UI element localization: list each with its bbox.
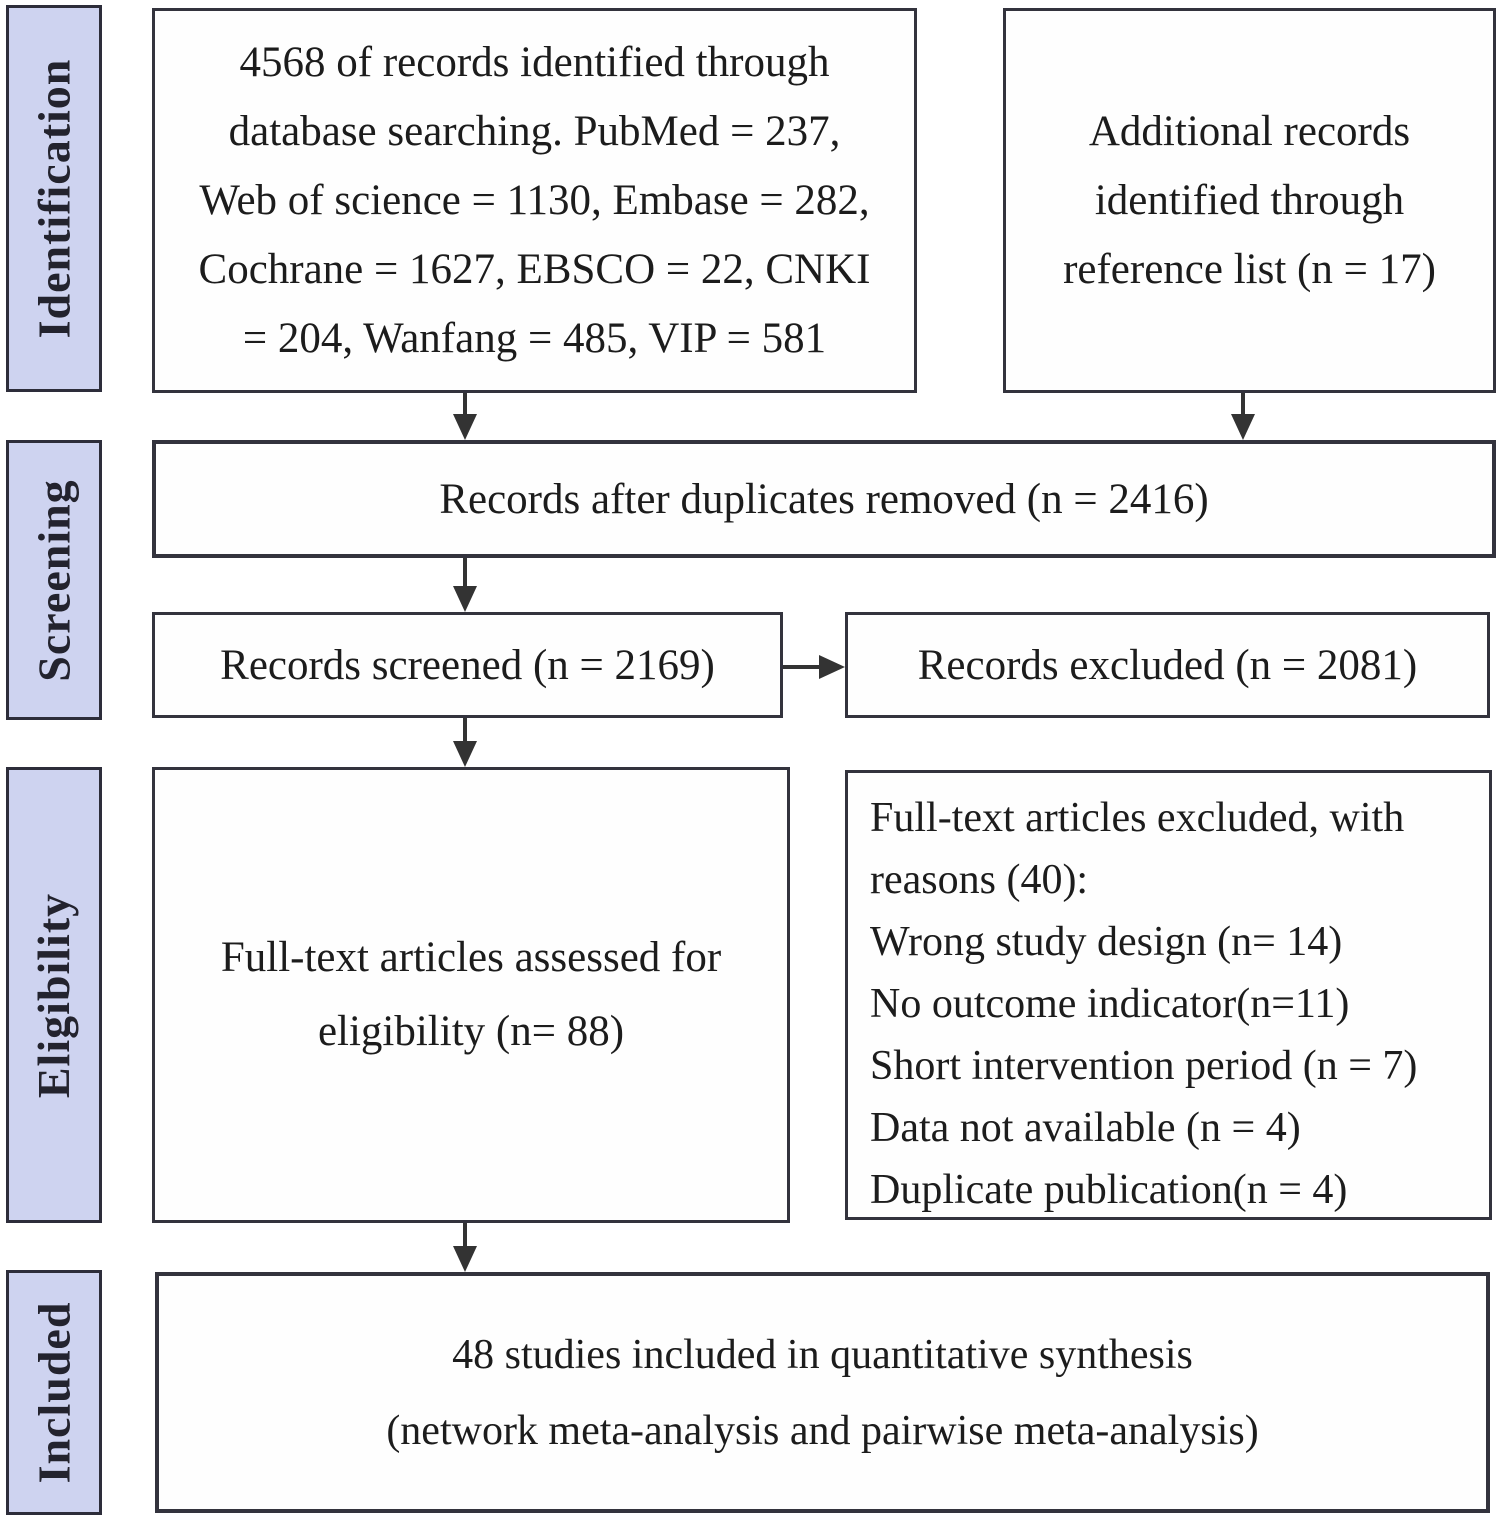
text-line: reference list (n = 17)	[1063, 246, 1436, 293]
text-line: Duplicate publication(n = 4)	[870, 1167, 1348, 1213]
box-records-excluded: Records excluded (n = 2081)	[845, 612, 1490, 718]
stage-screening: Screening	[6, 440, 102, 720]
box-duplicates-removed: Records after duplicates removed (n = 24…	[152, 440, 1496, 558]
text-line: 4568 of records identified through	[239, 39, 830, 86]
stage-eligibility-label: Eligibility	[28, 892, 80, 1098]
text-line: identified through	[1094, 177, 1405, 224]
text-line: (network meta-analysis and pairwise meta…	[386, 1407, 1259, 1454]
text-line: Full-text articles excluded, with	[870, 795, 1405, 841]
arrow-fulltext-to-included	[463, 1223, 467, 1248]
stage-eligibility: Eligibility	[6, 767, 102, 1223]
text-line: 48 studies included in quantitative synt…	[452, 1331, 1193, 1378]
text-line: Cochrane = 1627, EBSCO = 22, CNKI	[198, 246, 871, 293]
arrow-duplicates-to-screened	[463, 558, 467, 588]
stage-included: Included	[6, 1270, 102, 1515]
arrow-screened-to-excluded	[783, 665, 821, 669]
box-records-screened: Records screened (n = 2169)	[152, 612, 783, 718]
box-records-identified: 4568 of records identified through databa…	[152, 8, 917, 393]
text-line: Data not available (n = 4)	[870, 1105, 1301, 1151]
text-line: Web of science = 1130, Embase = 282,	[199, 177, 870, 224]
text-line: Additional records	[1088, 108, 1411, 155]
stage-identification: Identification	[6, 5, 102, 392]
text-line: Wrong study design (n= 14)	[870, 919, 1343, 965]
stage-identification-label: Identification	[28, 58, 80, 339]
text-line: eligibility (n= 88)	[317, 1008, 625, 1055]
stage-screening-label: Screening	[28, 478, 80, 682]
arrow-identified-to-duplicates	[463, 393, 467, 416]
stage-included-label: Included	[28, 1301, 80, 1484]
text-line: = 204, Wanfang = 485, VIP = 581	[242, 315, 827, 362]
box-studies-included: 48 studies included in quantitative synt…	[155, 1272, 1490, 1513]
box-duplicates-removed-text: Records after duplicates removed (n = 24…	[439, 475, 1209, 523]
text-line: Full-text articles assessed for	[220, 934, 722, 981]
arrow-screened-to-fulltext	[463, 718, 467, 743]
box-fulltext-excluded-reasons: Full-text articles excluded, with reasons…	[845, 770, 1492, 1220]
box-additional-records: Additional records identified through refe…	[1003, 8, 1496, 393]
text-line: No outcome indicator(n=11)	[870, 981, 1350, 1027]
box-fulltext-assessed: Full-text articles assessed for eligibili…	[152, 767, 790, 1223]
arrow-additional-to-duplicates	[1241, 393, 1245, 416]
text-line: reasons (40):	[870, 857, 1089, 903]
box-records-excluded-text: Records excluded (n = 2081)	[917, 641, 1418, 689]
text-line: Short intervention period (n = 7)	[870, 1043, 1418, 1089]
text-line: database searching. PubMed = 237,	[228, 108, 841, 155]
box-records-screened-text: Records screened (n = 2169)	[220, 641, 715, 689]
